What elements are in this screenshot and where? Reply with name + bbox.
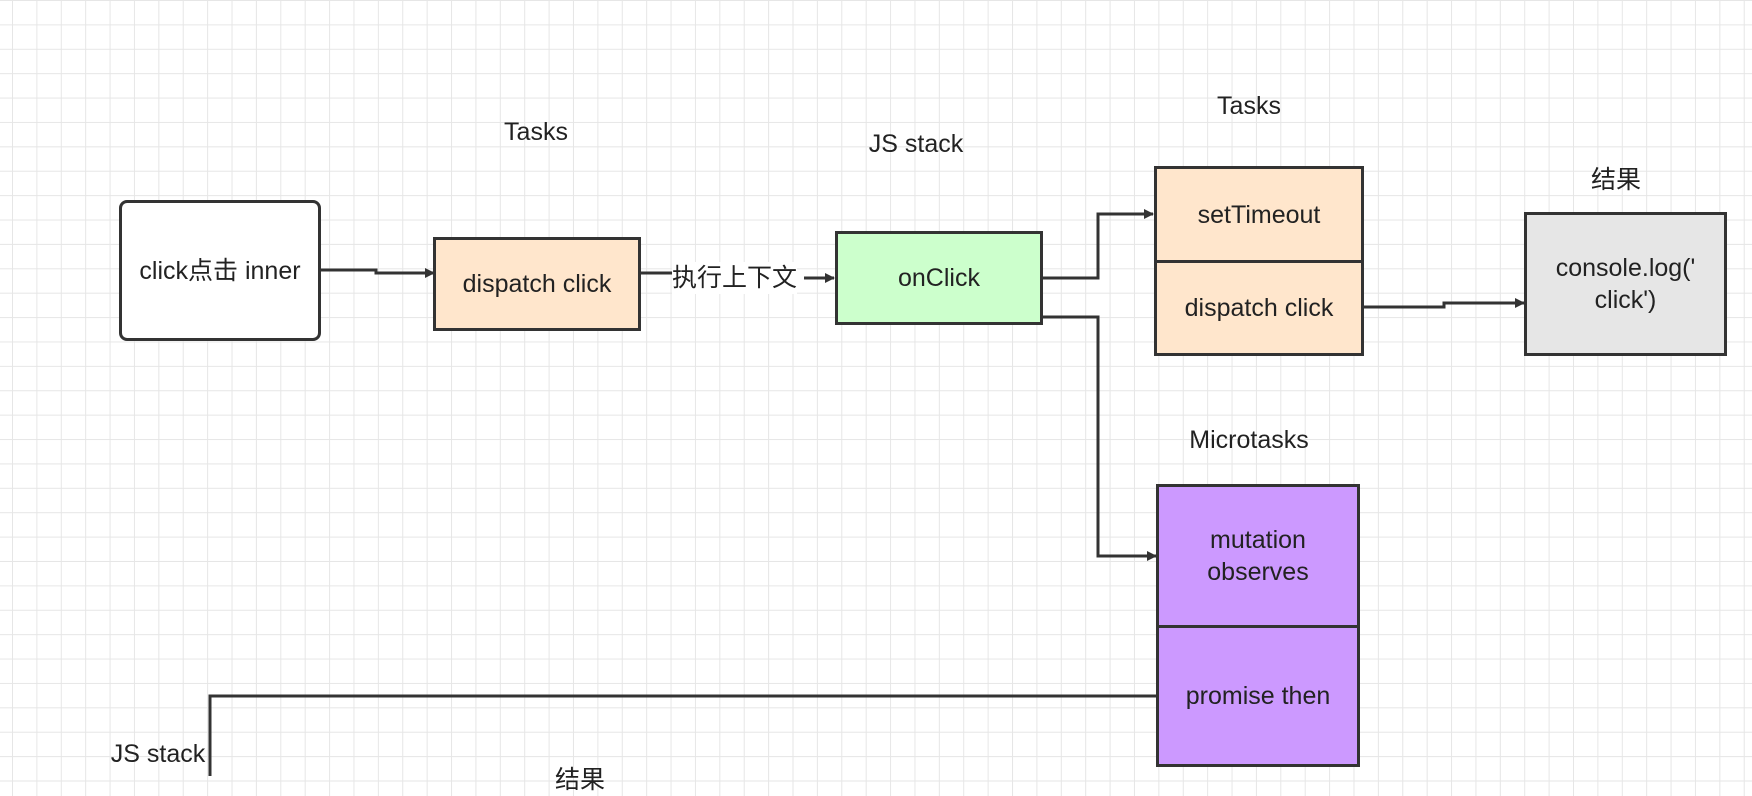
mutation-observes-node: mutation observes — [1156, 484, 1360, 628]
edge-promise-to-jsstack — [208, 694, 1156, 776]
console-log-node: console.log(' click') — [1524, 212, 1727, 356]
diagram-edges — [208, 209, 1525, 776]
settimeout-node: setTimeout — [1154, 166, 1364, 263]
exec-context-label: 执行上下文 — [672, 262, 798, 294]
edge-onclick-to-mutation — [1042, 315, 1157, 561]
js-stack-label-1: JS stack — [868, 130, 964, 158]
tasks-label-2: Tasks — [1217, 92, 1281, 120]
onclick-node: onClick — [835, 231, 1043, 325]
edge-onclick-to-settimeout — [1042, 209, 1154, 280]
microtasks-label: Microtasks — [1189, 426, 1309, 454]
dispatch-click-node-1: dispatch click — [433, 237, 641, 331]
js-stack-label-2: JS stack — [110, 740, 206, 768]
edge-dispatch2-to-console — [1364, 298, 1525, 309]
tasks-label-1: Tasks — [504, 118, 568, 146]
edge-start-to-dispatch — [320, 268, 435, 278]
result-label-1: 结果 — [1590, 166, 1642, 194]
dispatch-click-node-2: dispatch click — [1154, 260, 1364, 356]
click-inner-node: click点击 inner — [119, 200, 321, 341]
result-label-2: 结果 — [554, 766, 606, 794]
promise-then-node: promise then — [1156, 625, 1360, 767]
